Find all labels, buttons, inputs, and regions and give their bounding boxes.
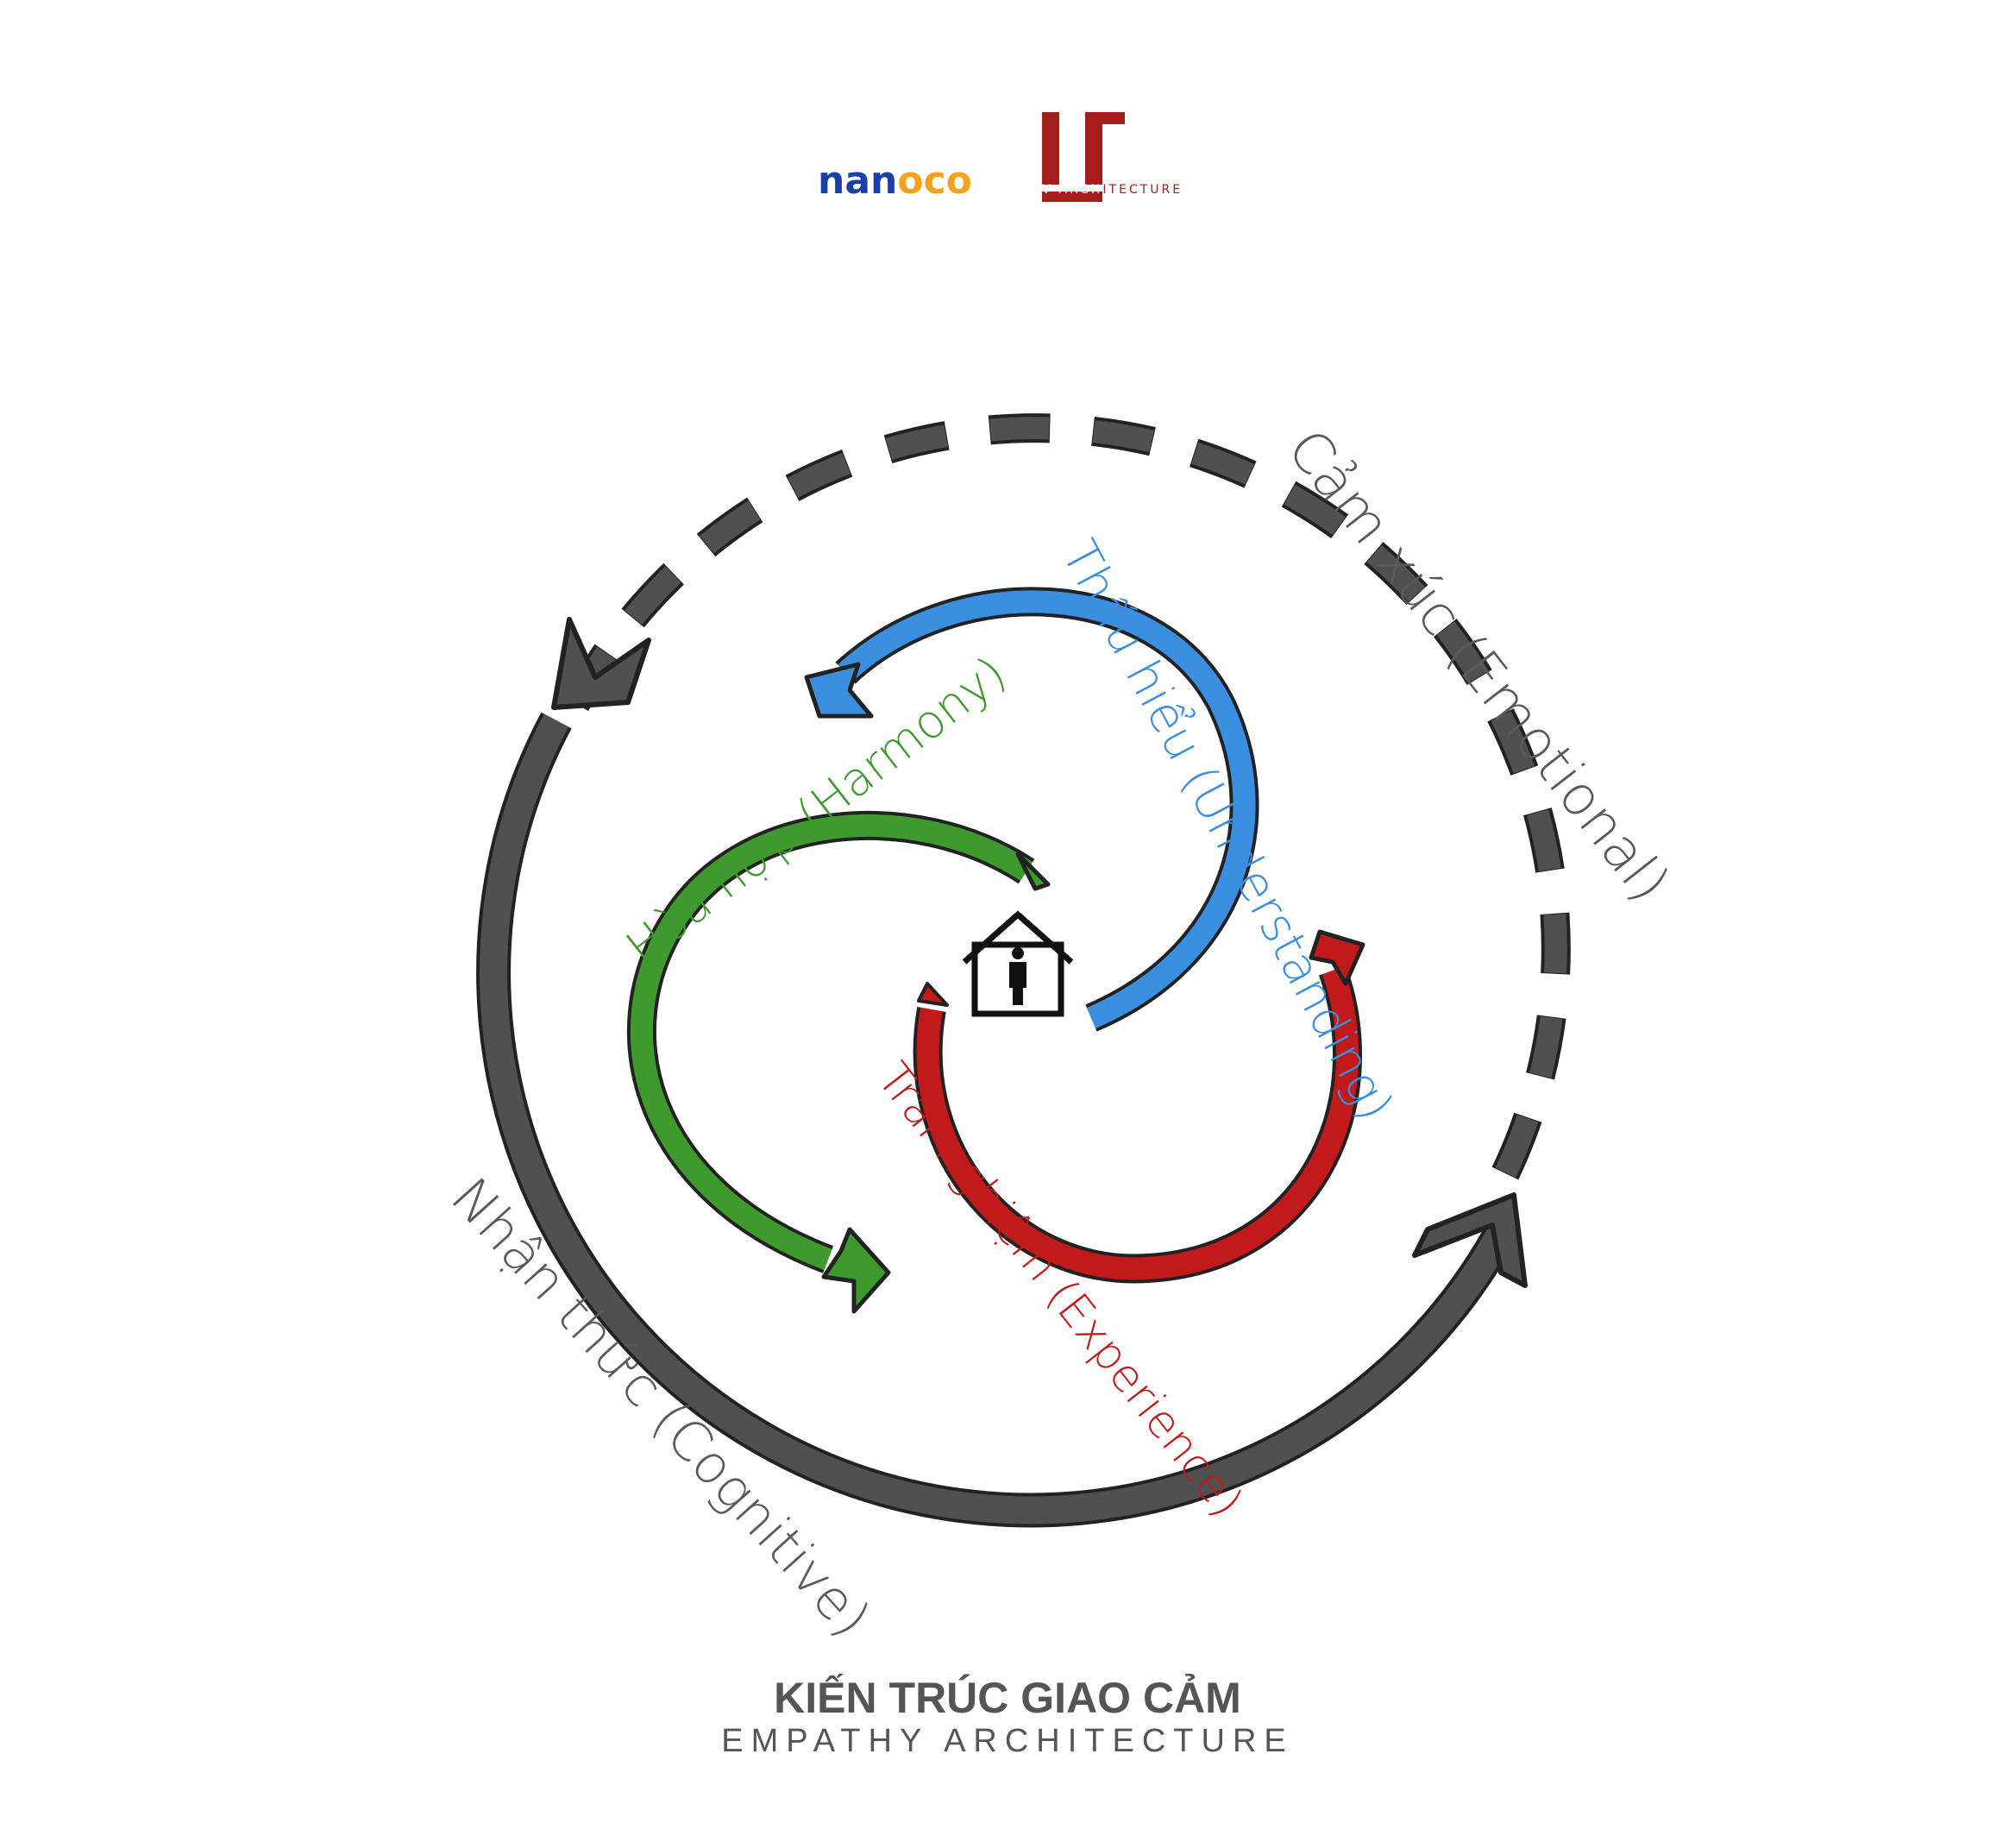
logo-nanoco-mark: o xyxy=(897,159,923,203)
emotional-arc xyxy=(551,413,1571,1180)
cognitive-arc xyxy=(476,712,1528,1528)
svg-text:nanoco: nanoco xyxy=(818,159,972,203)
svg-text:V-ARCHITECTURE: V-ARCHITECTURE xyxy=(1042,183,1183,197)
harmony-arrowhead-end-icon xyxy=(821,1227,891,1314)
experience-tail-icon xyxy=(917,982,949,1007)
experience-arrow xyxy=(913,929,1365,1284)
title-sub: EMPATHY ARCHITECTURE xyxy=(721,1723,1294,1759)
understanding-arrow xyxy=(804,587,1259,1032)
logo-nanoco: nanoco xyxy=(818,159,972,203)
house-with-person-icon xyxy=(962,910,1074,1017)
emotional-arrowhead-icon xyxy=(551,617,651,710)
experience-arrowhead-icon xyxy=(1309,929,1365,986)
logo-nanoco-post: co xyxy=(924,159,972,203)
logo-v-architecture: V-ARCHITECTURE xyxy=(1042,112,1183,202)
cognitive-arrowhead-icon xyxy=(1412,1192,1528,1288)
v-architecture-mark-icon xyxy=(1042,112,1125,202)
title-main: KIẾN TRÚC GIAO CẢM xyxy=(774,1674,1241,1722)
label-emotional: Cảm xúc (Emotional) xyxy=(1274,418,1681,914)
harmony-arrowhead-icon xyxy=(1015,852,1051,891)
logo-varch-part1: V-ARCH xyxy=(1042,183,1102,197)
label-understanding: Thấu hiểu (Understanding) xyxy=(1051,531,1404,1129)
harmony-arrow xyxy=(626,811,1051,1314)
logo-varch-part2: ITECTURE xyxy=(1102,183,1183,197)
logo-nanoco-pre: nan xyxy=(818,159,897,203)
understanding-arrowhead-icon xyxy=(804,662,874,719)
label-experience: Trải nghiệm (Experience) xyxy=(867,1053,1252,1527)
label-cognitive: Nhận thức (Cognitive) xyxy=(439,1166,883,1649)
